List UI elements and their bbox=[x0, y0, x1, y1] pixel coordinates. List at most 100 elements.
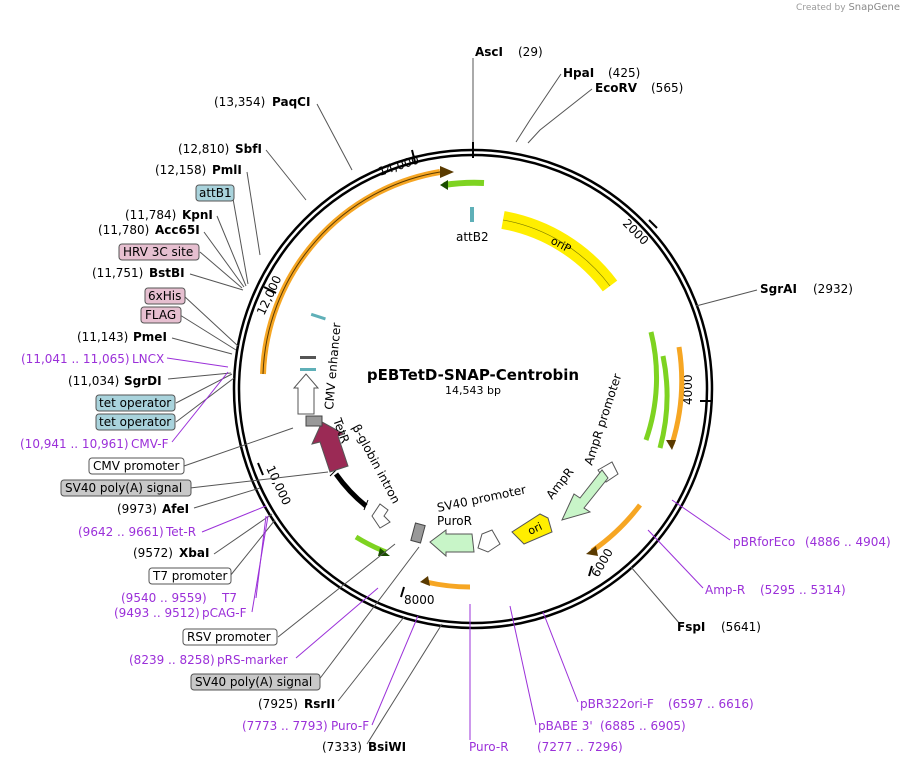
cmv-enhancer-label: CMV enhancer bbox=[322, 322, 344, 410]
orip-arc bbox=[501, 211, 618, 292]
orange-bottom-right-arrow bbox=[586, 546, 598, 556]
primer-amp-r-range: (5295 .. 5314) bbox=[760, 583, 846, 597]
enzyme-rsrii-pos: (7925) bbox=[258, 697, 298, 711]
leader-bstbi bbox=[189, 273, 244, 291]
box-tet-operator-1-label: tet operator bbox=[99, 396, 171, 410]
primer-pbrforeco-range: (4886 .. 4904) bbox=[805, 535, 891, 549]
green-bottom-left-arrow bbox=[378, 548, 390, 556]
black-bar-end1 bbox=[329, 469, 337, 477]
gray-box-left bbox=[305, 415, 323, 427]
enzyme-acc65i-pos: (11,780) bbox=[98, 223, 149, 237]
box-rsv-promoter-label: RSV promoter bbox=[187, 630, 271, 644]
attb-green-top bbox=[443, 179, 485, 188]
cmv-enhancer-arrow bbox=[292, 373, 320, 415]
enzyme-kpni-pos: (11,784) bbox=[125, 208, 176, 222]
attb-green-top-arrow bbox=[440, 180, 448, 190]
enzyme-sgrai-pos: (2932) bbox=[813, 282, 853, 296]
box-attb1-label: attB1 bbox=[199, 186, 232, 200]
leader-sgrai bbox=[695, 289, 758, 307]
box-t7-promoter bbox=[148, 567, 232, 585]
tick-8000 bbox=[400, 586, 405, 598]
primer-puro-f-range: (7773 .. 7793) bbox=[242, 719, 328, 733]
leader-t7-promoter bbox=[229, 519, 276, 577]
primer-pbrforeco: pBRforEco bbox=[733, 535, 795, 549]
plasmid-size: 14,543 bp bbox=[445, 384, 501, 397]
box-rsv-promoter bbox=[182, 628, 278, 646]
gene-arc-top-left-arrow bbox=[440, 166, 454, 178]
box-cmv-promoter-label: CMV promoter bbox=[93, 459, 180, 473]
primer-pcag-f: pCAG-F bbox=[202, 606, 247, 620]
enzyme-xbai: XbaI bbox=[179, 546, 209, 560]
enzyme-bsiwi: BsiWI bbox=[368, 740, 406, 754]
leader-kpni bbox=[216, 215, 247, 287]
ampr-arrow bbox=[561, 469, 609, 521]
primer-pbabe3: pBABE 3' bbox=[538, 719, 593, 733]
primer-pbabe3-range: (6885 .. 6905) bbox=[600, 719, 686, 733]
leader-flag bbox=[179, 314, 237, 351]
enzyme-ecorv-pos: (565) bbox=[651, 81, 683, 95]
enzyme-bstbi-pos: (11,751) bbox=[92, 266, 143, 280]
enzyme-pmei: PmeI bbox=[133, 330, 167, 344]
box-sv40-polya-1-label: SV40 poly(A) signal bbox=[65, 481, 182, 495]
green-bottom-left bbox=[354, 534, 387, 555]
enzyme-paqci: PaqCI bbox=[272, 95, 310, 109]
leader-bsiwi bbox=[366, 623, 443, 745]
gene-arc-top-left bbox=[260, 169, 441, 375]
box-tet-operator-1 bbox=[95, 394, 176, 412]
leader-pmei bbox=[171, 337, 233, 355]
lncx-block bbox=[300, 356, 316, 359]
beta-globin-label: β-globin intron bbox=[349, 422, 403, 506]
leader-sgrdi bbox=[167, 372, 232, 380]
white-arrow-beta bbox=[371, 503, 391, 529]
enzyme-sgrdi-pos: (11,034) bbox=[68, 374, 119, 388]
leader-hrv3c bbox=[199, 251, 243, 289]
primer-leader-lines bbox=[166, 357, 731, 740]
enzyme-asci-pos: (29) bbox=[518, 45, 543, 59]
primer-prs-marker-range: (8239 .. 8258) bbox=[129, 653, 215, 667]
ruler-label-2000: 2000 bbox=[620, 216, 651, 247]
box-hrv3c-label: HRV 3C site bbox=[123, 245, 193, 259]
leader-pbrforeco bbox=[671, 499, 731, 541]
ori-label: ori bbox=[526, 520, 544, 538]
primer-lncx-range: (11,041 .. 11,065) bbox=[21, 352, 130, 366]
leader-acc65i bbox=[203, 231, 245, 288]
enzyme-afei-pos: (9973) bbox=[117, 502, 157, 516]
ruler-ticks bbox=[257, 142, 712, 598]
tet-operator-block bbox=[300, 368, 316, 371]
leader-lines bbox=[167, 58, 758, 745]
attb2-marker bbox=[470, 207, 474, 222]
puror-label: PuroR bbox=[437, 514, 472, 528]
box-attb1 bbox=[195, 184, 235, 202]
enzyme-sgrdi: SgrDI bbox=[124, 374, 162, 388]
green-right-2 bbox=[657, 355, 670, 449]
orange-bottom-arrow bbox=[420, 576, 430, 586]
enzyme-bstbi: BstBI bbox=[149, 266, 185, 280]
leader-paqci bbox=[316, 103, 353, 171]
tick-12000 bbox=[263, 286, 277, 294]
leader-purof bbox=[371, 615, 419, 726]
box-flag-label: FLAG bbox=[145, 308, 176, 322]
box-6xhis bbox=[144, 287, 186, 305]
primer-amp-r: Amp-R bbox=[705, 583, 745, 597]
primer-lncx: LNCX bbox=[132, 352, 164, 366]
leader-tet-r bbox=[201, 505, 267, 533]
enzyme-rsrii: RsrII bbox=[304, 697, 335, 711]
snapgene-credit: Created by SnapGene bbox=[796, 2, 900, 13]
gray-box-bottom bbox=[410, 522, 426, 544]
primer-pbr322ori-f: pBR322ori-F bbox=[580, 697, 654, 711]
ruler-label-8000: 8000 bbox=[404, 593, 435, 607]
leader-rsv-promoter bbox=[277, 543, 396, 638]
leader-prs-marker bbox=[295, 587, 379, 659]
leader-pbabe bbox=[509, 605, 537, 726]
leader-6xhis bbox=[183, 295, 239, 347]
sv40-promoter-label: SV40 promoter bbox=[436, 482, 528, 515]
enzyme-hpai-pos: (425) bbox=[608, 66, 640, 80]
ampr-label: AmpR bbox=[543, 465, 576, 502]
orange-right-arrow bbox=[666, 440, 676, 450]
primer-puro-r: Puro-R bbox=[469, 740, 509, 754]
leader-lncx bbox=[166, 357, 229, 368]
enzyme-fspi-pos: (5641) bbox=[721, 620, 761, 634]
primer-t7: T7 bbox=[221, 591, 237, 605]
tick-10000 bbox=[257, 462, 264, 476]
